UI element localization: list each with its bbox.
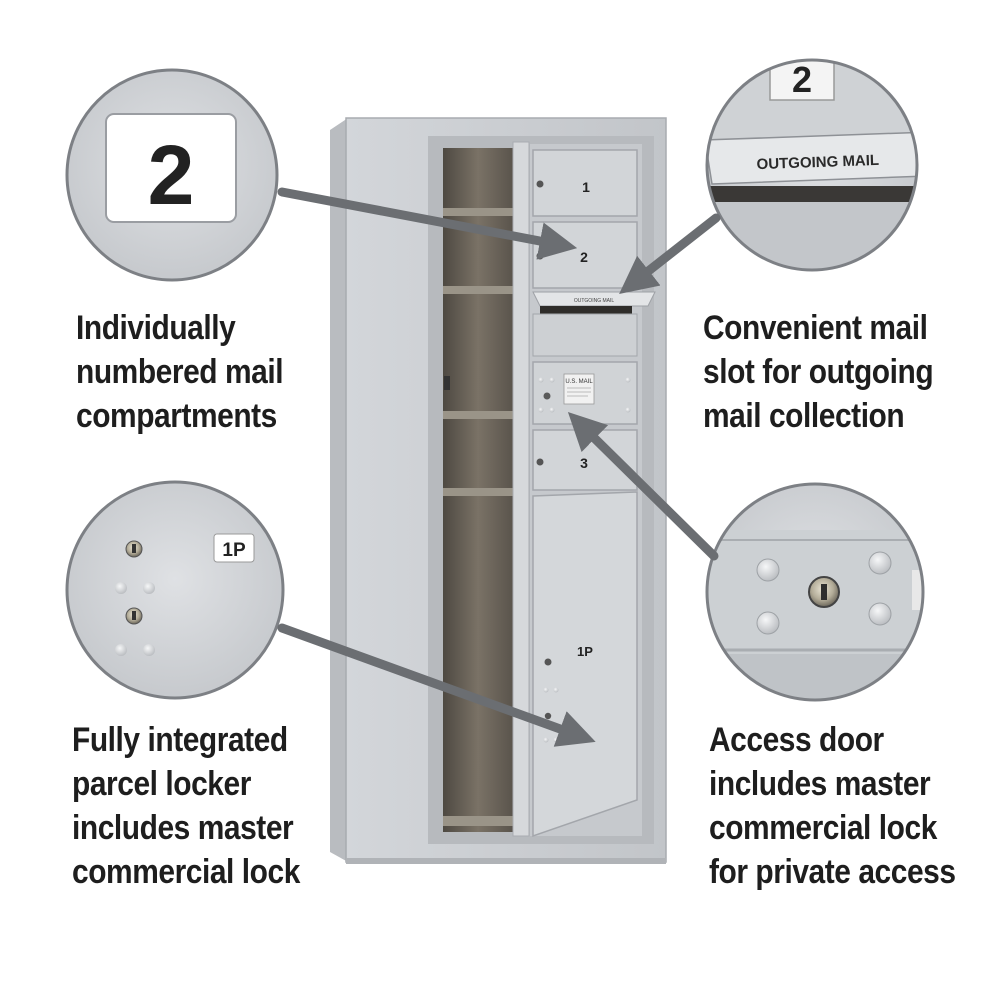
caption-line: for private access — [709, 853, 956, 891]
zoom-callout-access-lock — [705, 482, 925, 702]
caption-line: compartments — [76, 397, 277, 435]
caption-parcel-locker: Fully integrated parcel locker includes … — [72, 718, 300, 894]
parcel-locker-number: 1P — [577, 644, 593, 659]
caption-line: commercial lock — [709, 809, 937, 847]
access-door: U.S. MAIL — [532, 361, 638, 425]
interior-shelves — [443, 208, 513, 826]
zoom-callout-outgoing-mail: 2 OUTGOING MAIL — [705, 58, 919, 272]
compartment-door-1: 1 — [532, 149, 638, 217]
zoom-parcel-plate: 1P — [222, 540, 246, 561]
compartment-door-2: 2 — [532, 221, 638, 289]
caption-line: parcel locker — [72, 765, 251, 803]
caption-access-door: Access door includes master commercial l… — [709, 718, 956, 894]
caption-line: Convenient mail — [703, 309, 928, 347]
caption-numbered-compartments: Individually numbered mail compartments — [76, 306, 284, 438]
caption-line: mail collection — [703, 397, 905, 435]
zoom-callout-number-plate: 2 — [65, 68, 279, 282]
arrow-parcel-lock — [277, 623, 596, 747]
caption-line: numbered mail — [76, 353, 284, 391]
caption-line: Individually — [76, 309, 236, 347]
door-1-number: 1 — [582, 179, 590, 195]
caption-line: Fully integrated — [72, 721, 288, 759]
zoom-outgoing-label: OUTGOING MAIL — [756, 152, 879, 173]
master-door-edge — [512, 141, 530, 837]
pointer-arrows — [277, 187, 721, 747]
arrow-outgoing-slot — [619, 213, 721, 294]
zoom-outgoing-number: 2 — [792, 59, 812, 100]
caption-line: slot for outgoing — [703, 353, 934, 391]
arrow-number-plate — [277, 187, 578, 260]
door-3-number: 3 — [580, 455, 588, 471]
zoom-number-plate: 2 — [148, 128, 195, 222]
caption-line: commercial lock — [72, 853, 300, 891]
outgoing-mail-slot: OUTGOING MAIL — [532, 291, 656, 357]
arrow-access-lock — [567, 412, 719, 561]
zoom-callout-parcel-lock: 1P — [65, 480, 285, 700]
caption-outgoing-slot: Convenient mail slot for outgoing mail c… — [703, 306, 934, 438]
outgoing-slot-label: OUTGOING MAIL — [574, 298, 615, 304]
cabinet-side — [330, 118, 348, 862]
caption-line: includes master — [72, 809, 294, 847]
parcel-locker-door: 1P — [532, 491, 638, 838]
mailbox-unit: 1 2 OUTGOING MAIL U.S. MAIL — [330, 117, 667, 864]
caption-line: includes master — [709, 765, 931, 803]
door-2-number: 2 — [580, 249, 588, 265]
usps-plate-label: U.S. MAIL — [565, 379, 593, 385]
caption-line: Access door — [709, 721, 884, 759]
